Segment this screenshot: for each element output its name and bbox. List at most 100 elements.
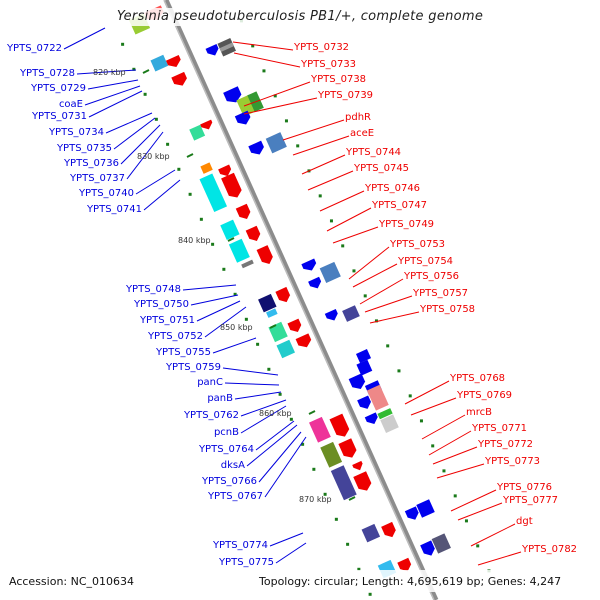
- scale-tick-dot: [318, 194, 322, 198]
- gene-feature-plus: [309, 416, 331, 443]
- gene-feature-plus: [200, 162, 213, 174]
- gene-label-minus[interactable]: YPTS_0728: [19, 68, 75, 79]
- scale-tick-dot: [166, 142, 170, 146]
- gene-feature-plus: [228, 238, 250, 263]
- gene-label-minus[interactable]: YPTS_0774: [212, 540, 268, 551]
- gene-label-plus[interactable]: YPTS_0772: [478, 439, 534, 450]
- scale-tick-dot: [121, 42, 125, 46]
- label-leader-line: [269, 532, 304, 547]
- gene-label-minus[interactable]: YPTS_0755: [155, 347, 211, 358]
- gene-label-plus[interactable]: YPTS_0749: [379, 219, 435, 230]
- gene-feature-plus: [199, 173, 228, 213]
- gene-feature-minus: [355, 349, 372, 364]
- scale-tick-dot: [244, 317, 248, 321]
- gene-label-plus[interactable]: YPTS_0733: [301, 59, 357, 70]
- gene-label-minus[interactable]: YPTS_0735: [56, 143, 112, 154]
- gene-label-minus[interactable]: panC: [197, 377, 223, 388]
- gene-label-minus[interactable]: YPTS_0729: [30, 83, 86, 94]
- gene-label-plus[interactable]: YPTS_0738: [311, 74, 367, 85]
- gene-label-plus[interactable]: YPTS_0746: [365, 183, 421, 194]
- scale-tick-dot: [341, 244, 345, 248]
- gene-label-plus[interactable]: mrcB: [466, 407, 492, 418]
- gene-label-minus[interactable]: YPTS_0740: [78, 188, 134, 199]
- gene-label-plus[interactable]: YPTS_0745: [354, 163, 410, 174]
- gene-label-plus[interactable]: YPTS_0782: [522, 544, 578, 555]
- gene-feature-minus: [416, 499, 435, 518]
- gene-label-plus[interactable]: YPTS_0771: [472, 423, 528, 434]
- gene-feature-plus: [353, 471, 372, 491]
- gene-label-plus[interactable]: YPTS_0768: [450, 373, 506, 384]
- label-leader-line: [264, 436, 307, 498]
- gene-label-minus[interactable]: YPTS_0731: [31, 111, 87, 122]
- gene-feature-plus: [287, 318, 302, 333]
- scale-tick-dot: [132, 67, 136, 71]
- scale-tick-dot: [431, 444, 435, 448]
- gene-label-minus[interactable]: YPTS_0751: [139, 315, 195, 326]
- gene-label-minus[interactable]: dksA: [220, 460, 245, 471]
- gene-label-plus[interactable]: pdhR: [345, 112, 371, 123]
- gene-feature-minus: [356, 359, 373, 376]
- footer-background: [0, 570, 600, 592]
- gene-label-plus[interactable]: YPTS_0777: [503, 495, 559, 506]
- gene-label-plus[interactable]: YPTS_0757: [413, 288, 469, 299]
- gene-label-plus[interactable]: aceE: [350, 128, 375, 139]
- gene-feature-minus: [377, 408, 393, 420]
- gene-label-plus[interactable]: dgt: [516, 516, 533, 527]
- gene-feature-minus: [420, 540, 435, 556]
- label-leader-line: [369, 311, 420, 324]
- gene-label-minus[interactable]: YPTS_0762: [183, 410, 239, 421]
- gene-label-minus[interactable]: YPTS_0764: [198, 444, 254, 455]
- label-leader-line: [212, 337, 257, 354]
- gene-label-plus[interactable]: YPTS_0769: [457, 390, 513, 401]
- scale-tick-dot: [352, 269, 356, 273]
- kbp-tick-mark: [227, 237, 235, 242]
- gene-label-plus[interactable]: YPTS_0773: [485, 456, 541, 467]
- gene-label-minus[interactable]: YPTS_0766: [201, 476, 257, 487]
- gene-label-minus[interactable]: coaE: [58, 99, 83, 110]
- label-leader-line: [126, 131, 164, 180]
- label-leader-line: [450, 489, 497, 512]
- scale-tick-dot: [476, 544, 480, 548]
- gene-label-minus[interactable]: pcnB: [213, 427, 239, 438]
- gene-label-minus[interactable]: YPTS_0775: [218, 557, 274, 568]
- gene-label-minus[interactable]: panB: [207, 393, 233, 404]
- gene-label-minus[interactable]: YPTS_0767: [207, 491, 263, 502]
- gene-label-minus[interactable]: YPTS_0722: [6, 43, 62, 54]
- gene-label-plus[interactable]: YPTS_0744: [346, 147, 402, 158]
- gene-feature-minus: [366, 384, 389, 411]
- gene-feature-plus: [266, 308, 278, 318]
- gene-label-plus[interactable]: YPTS_0739: [318, 90, 374, 101]
- gene-feature-plus: [189, 124, 206, 141]
- label-leader-line: [348, 246, 390, 280]
- gene-label-plus[interactable]: YPTS_0732: [294, 42, 350, 53]
- gene-feature-minus: [219, 42, 234, 52]
- gene-label-minus[interactable]: YPTS_0748: [125, 284, 181, 295]
- gene-label-plus[interactable]: YPTS_0754: [398, 256, 454, 267]
- gene-label-plus[interactable]: YPTS_0753: [390, 239, 446, 250]
- gene-feature-plus: [235, 203, 251, 219]
- gene-label-minus[interactable]: YPTS_0741: [86, 204, 142, 215]
- gene-label-plus[interactable]: YPTS_0776: [497, 482, 553, 493]
- scale-tick-dot: [464, 519, 468, 523]
- gene-feature-plus: [361, 523, 381, 543]
- scale-tick-dot: [453, 494, 457, 498]
- label-leader-line: [204, 306, 247, 338]
- label-leader-line: [352, 263, 398, 288]
- gene-label-minus[interactable]: YPTS_0750: [133, 299, 189, 310]
- label-leader-line: [105, 112, 153, 134]
- gene-label-minus[interactable]: YPTS_0752: [147, 331, 203, 342]
- gene-label-minus[interactable]: YPTS_0736: [63, 158, 119, 169]
- label-leader-line: [234, 391, 282, 400]
- label-leader-line: [224, 382, 280, 386]
- title-background: [110, 8, 490, 26]
- gene-label-minus[interactable]: YPTS_0759: [165, 362, 221, 373]
- gene-label-minus[interactable]: YPTS_0737: [69, 173, 125, 184]
- gene-label-plus[interactable]: YPTS_0758: [420, 304, 476, 315]
- label-leader-line: [232, 41, 294, 51]
- gene-label-plus[interactable]: YPTS_0756: [404, 271, 460, 282]
- gene-label-minus[interactable]: YPTS_0734: [48, 127, 104, 138]
- gene-label-plus[interactable]: YPTS_0747: [372, 200, 428, 211]
- kbp-tick-mark: [186, 153, 194, 158]
- label-leader-line: [182, 284, 237, 291]
- gene-feature-plus: [165, 54, 181, 67]
